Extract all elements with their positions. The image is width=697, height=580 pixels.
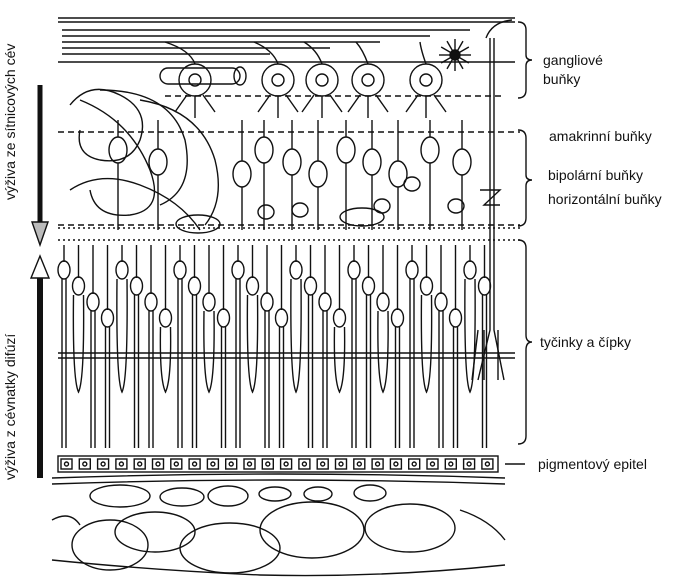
bipolar-cells-label: bipolární buňky xyxy=(548,166,643,185)
cone-cell xyxy=(290,245,302,392)
ganglion-cells-label-line1: gangliové xyxy=(543,51,603,70)
choroid-layer xyxy=(52,474,505,576)
left-arrows xyxy=(31,85,49,478)
pigment-cell xyxy=(317,459,328,469)
pigment-cell xyxy=(281,459,292,469)
pigment-epithelium-cells xyxy=(58,456,498,472)
bipolar-cell xyxy=(309,120,327,230)
rod-cell xyxy=(450,245,462,448)
cone-cell xyxy=(160,245,172,392)
bipolar-cell xyxy=(283,120,301,230)
pigment-cell xyxy=(79,459,90,469)
pigment-cell xyxy=(134,459,145,469)
pigment-cell xyxy=(262,459,273,469)
rod-cell xyxy=(363,245,375,448)
ganglion-cells-label-line2: buňky xyxy=(543,70,580,89)
pigment-cell xyxy=(189,459,200,469)
pigment-cell xyxy=(244,459,255,469)
rod-cell xyxy=(232,245,244,448)
ganglion-cell xyxy=(302,42,342,118)
horizontal-cells-label: horizontální buňky xyxy=(548,190,662,209)
rod-cell xyxy=(174,245,186,448)
rod-cell xyxy=(348,245,360,448)
rod-cell xyxy=(392,245,404,448)
cone-cell xyxy=(203,245,215,392)
inner-nuclear-cells xyxy=(109,120,471,233)
pigment-cell xyxy=(98,459,109,469)
pigment-cell xyxy=(116,459,127,469)
pigment-cell xyxy=(390,459,401,469)
rod-cell xyxy=(261,245,273,448)
rod-cell xyxy=(87,245,99,448)
amacrine-cells-label: amakrinní buňky xyxy=(549,127,652,146)
muller-cell xyxy=(472,20,512,380)
rod-cell xyxy=(189,245,201,448)
rod-cell xyxy=(218,245,230,448)
cone-cell xyxy=(334,245,346,392)
rod-cell xyxy=(58,245,70,448)
pigment-cell xyxy=(171,459,182,469)
rod-cell xyxy=(276,245,288,448)
pigment-cell xyxy=(445,459,456,469)
rod-cell xyxy=(435,245,447,448)
rod-cell xyxy=(131,245,143,448)
bipolar-cell xyxy=(337,120,355,230)
pigment-cell xyxy=(354,459,365,469)
rod-cell xyxy=(406,245,418,448)
small-cell xyxy=(404,177,420,191)
pigment-cell xyxy=(409,459,420,469)
bipolar-cell xyxy=(421,120,439,230)
cone-cell xyxy=(247,245,259,392)
rod-cell xyxy=(145,245,157,448)
choroid-diffusion-label: výživa z cévnatky difúzí xyxy=(2,334,18,480)
ganglion-cell xyxy=(348,42,388,118)
pigment-cell xyxy=(336,459,347,469)
horizontal-cell xyxy=(176,215,220,233)
cone-cell xyxy=(421,245,433,392)
cone-cell xyxy=(73,245,85,392)
pigment-cell xyxy=(464,459,475,469)
cone-cell xyxy=(116,245,128,392)
rods-and-cones xyxy=(58,245,491,448)
rod-cell xyxy=(319,245,331,448)
bipolar-cell xyxy=(363,120,381,230)
pigment-cell xyxy=(61,459,72,469)
rods-cones-label: tyčinky a čípky xyxy=(540,333,631,352)
cone-cell xyxy=(377,245,389,392)
pigment-cell xyxy=(372,459,383,469)
pigment-cell xyxy=(207,459,218,469)
pigment-cell xyxy=(482,459,493,469)
rod-cell xyxy=(305,245,317,448)
pigment-cell xyxy=(299,459,310,469)
retinal-vessel-nutrition-label: výživa ze sítnicových cév xyxy=(2,44,18,200)
pigment-epithelium-label: pigmentový epitel xyxy=(538,455,647,474)
small-cell xyxy=(292,203,308,217)
ganglion-cell xyxy=(406,42,446,118)
pigment-cell xyxy=(153,459,164,469)
layer-boundaries xyxy=(58,96,520,225)
plexiform-boundaries xyxy=(58,228,520,240)
bipolar-cell xyxy=(389,120,407,230)
small-cell xyxy=(258,205,274,219)
layer-brackets xyxy=(505,22,532,464)
pigment-cell xyxy=(226,459,237,469)
bipolar-cell xyxy=(233,120,251,230)
pigment-cell xyxy=(427,459,438,469)
astrocyte-cell xyxy=(439,39,471,71)
cone-cell xyxy=(464,245,476,392)
rod-cell xyxy=(102,245,114,448)
